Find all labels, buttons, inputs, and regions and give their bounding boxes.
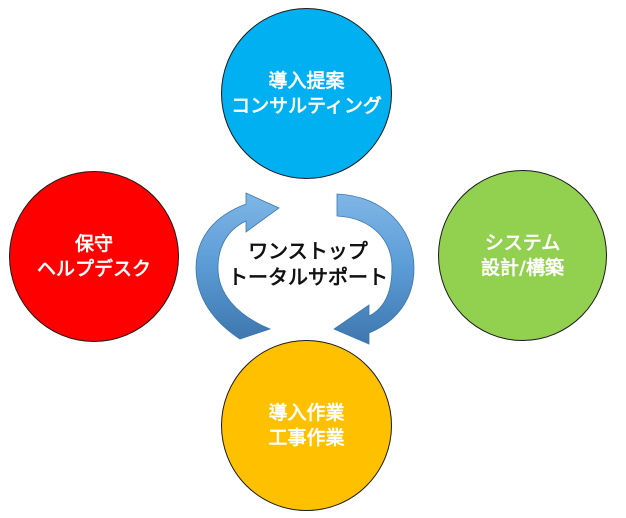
- node-system-line2: 設計/構築: [481, 256, 564, 279]
- node-proposal-line2: コンサルティング: [231, 94, 382, 117]
- center-label: ワンストップ トータルサポート: [190, 238, 426, 290]
- node-proposal-line1: 導入提案: [268, 69, 345, 92]
- node-maintenance-line2: ヘルプデスク: [36, 257, 151, 280]
- node-proposal-consulting: 導入提案 コンサルティング: [221, 8, 392, 179]
- center-label-line1: ワンストップ: [248, 239, 368, 263]
- node-installation-line2: 工事作業: [268, 426, 345, 449]
- node-system-design: システム 設計/構築: [438, 170, 607, 341]
- node-system-line1: システム: [484, 231, 561, 254]
- arrow-right: [333, 193, 415, 345]
- arrow-top-left: [195, 192, 280, 340]
- node-installation-line1: 導入作業: [268, 401, 345, 424]
- node-installation-work: 導入作業 工事作業: [221, 340, 392, 511]
- node-maintenance-helpdesk: 保守 ヘルプデスク: [9, 171, 179, 342]
- node-maintenance-line1: 保守: [74, 232, 113, 255]
- center-label-line2: トータルサポート: [228, 265, 388, 289]
